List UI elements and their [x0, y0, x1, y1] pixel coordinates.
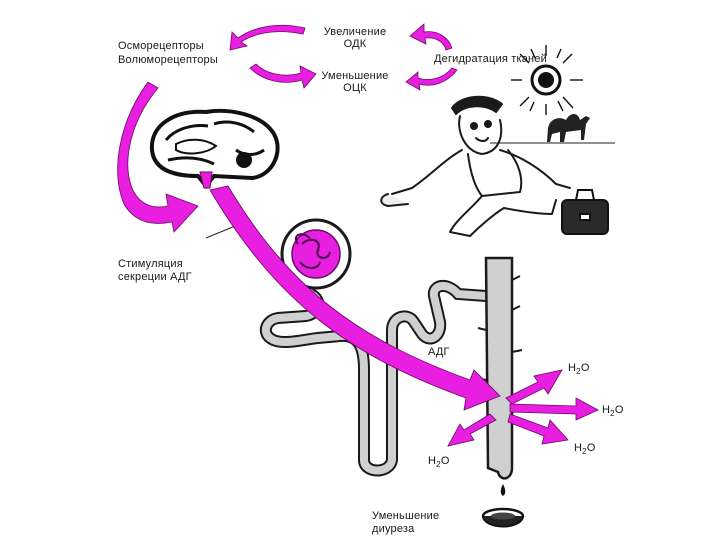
brain-icon [152, 111, 278, 188]
bag-icon [562, 190, 608, 234]
ock-label: ОЦК [300, 82, 410, 94]
arrow-dehydration-to-ock [406, 68, 457, 90]
drop-icon [501, 484, 506, 496]
arrow-h2o-up [506, 370, 562, 404]
stimulation-label: Стимуляция [118, 258, 183, 270]
arrow-h2o-right [510, 398, 598, 420]
person-icon [381, 97, 570, 236]
h2o-label-right: H2O [602, 404, 624, 420]
cup-icon [483, 509, 523, 527]
decrease-label: Уменьшение [300, 70, 410, 82]
arrow-h2o-down-right [508, 414, 568, 444]
h2o-label-left: H2O [428, 455, 450, 471]
camel-icon [547, 114, 590, 142]
adh-secretion-label: секреции АДГ [118, 271, 192, 283]
odk-label: ОДК [300, 38, 410, 50]
dehydration-label: Дегидратация тканей [434, 53, 547, 65]
arrow-dehydration-to-odk [410, 24, 452, 50]
h2o-label-lower-right: H2O [574, 442, 596, 458]
diuresis-decrease-label: Уменьшение [372, 510, 439, 522]
osmoreceptors-label: Осморецепторы [118, 40, 204, 52]
arrow-odk-to-receptors [230, 25, 305, 50]
h2o-label-top: H2O [568, 362, 590, 378]
adh-label: АДГ [428, 346, 450, 358]
increase-label: Увеличение [300, 26, 410, 38]
diuresis-label: диуреза [372, 523, 415, 535]
volumoreceptors-label: Волюморецепторы [118, 54, 218, 66]
